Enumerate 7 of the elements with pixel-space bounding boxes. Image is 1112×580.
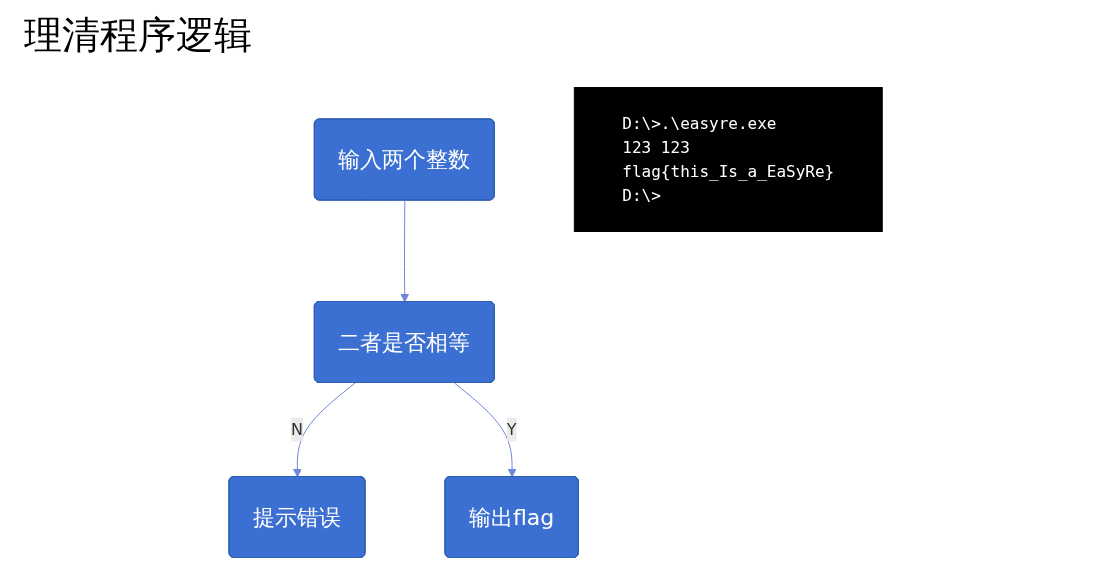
arrow [400, 200, 410, 303]
title: 理清程序逻辑 [24, 12, 252, 59]
edge-label: Y [507, 419, 517, 439]
node-box: D:\>.\easyre.exe 123 123 flag{this_Is_a_EaSyRe} D:\> [574, 87, 884, 232]
edge-label: N [291, 419, 304, 439]
arrow [454, 382, 517, 478]
arrow [293, 382, 357, 478]
